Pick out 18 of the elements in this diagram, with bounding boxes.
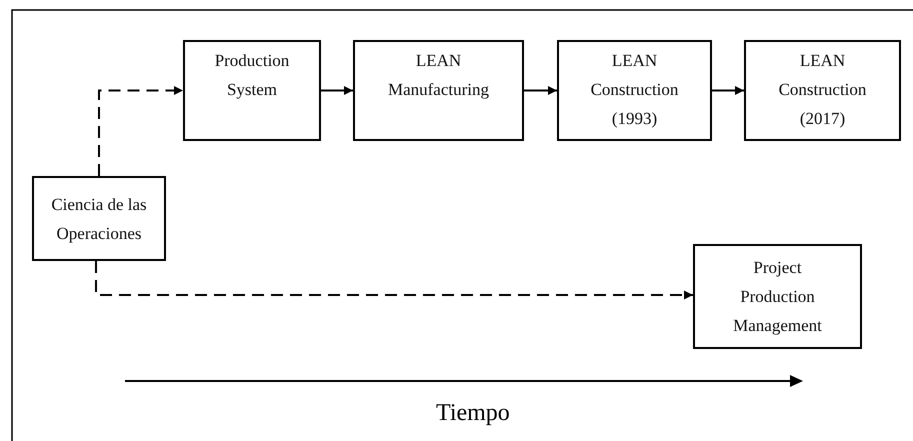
arrow (712, 86, 744, 95)
box-label: Project Production Management (732, 257, 823, 337)
process-box (557, 40, 712, 141)
box-label: LEAN Construction (2017) (778, 50, 868, 130)
arrow (524, 86, 557, 95)
arrow (321, 86, 353, 95)
box-label: LEAN Manufacturing (386, 50, 490, 101)
process-box (353, 40, 524, 141)
box-label: Ciencia de las Operaciones (50, 194, 148, 245)
axis-label: Tiempo (436, 400, 510, 427)
process-box (32, 176, 166, 261)
dashed-arrow (95, 261, 693, 300)
process-box (693, 244, 862, 349)
box-label: Production System (214, 50, 290, 101)
box-label: LEAN Construction (1993) (590, 50, 680, 130)
process-box (183, 40, 321, 141)
dashed-arrow (98, 86, 183, 176)
process-box (744, 40, 901, 141)
